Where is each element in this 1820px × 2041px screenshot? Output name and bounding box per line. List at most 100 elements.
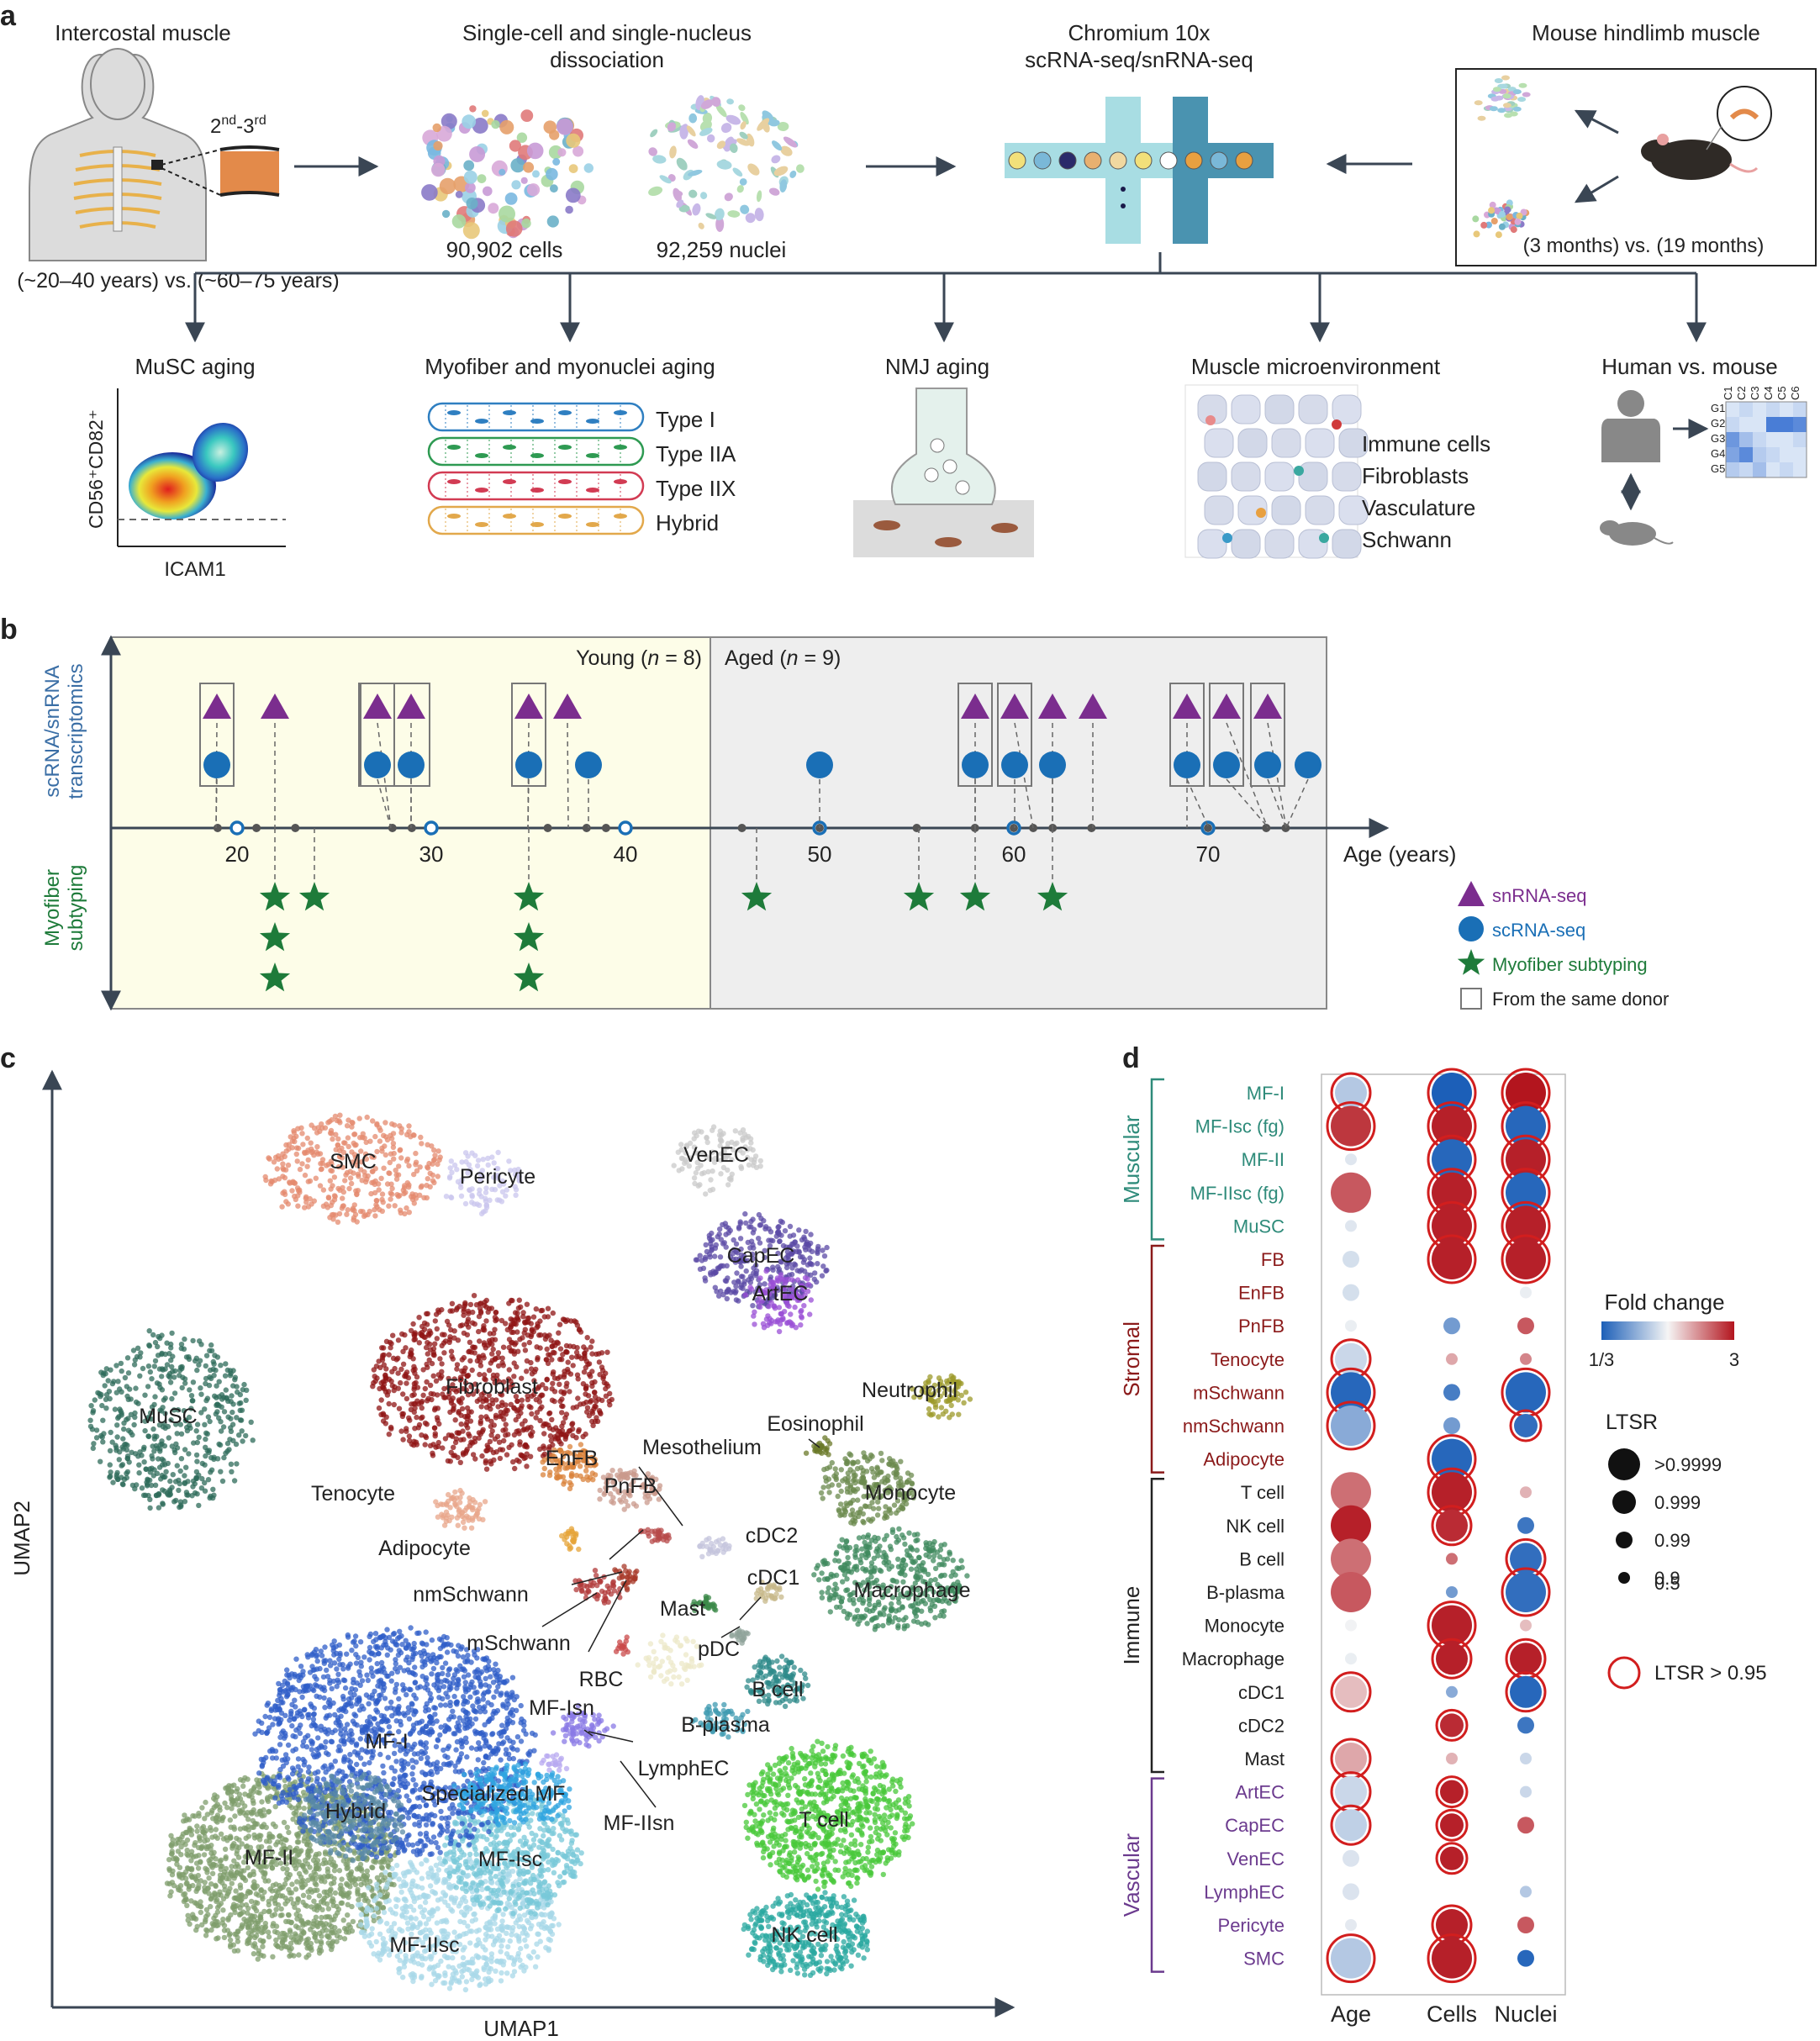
heatmap-row-label: G5 xyxy=(1711,462,1725,475)
dotplot-dot xyxy=(1331,1372,1371,1413)
umap-label: MF-II xyxy=(245,1846,293,1870)
dotplot-dot xyxy=(1432,1105,1472,1147)
aged-label: Aged (n = 9) xyxy=(725,646,841,670)
young-label: Young (n = 8) xyxy=(576,646,702,670)
dotplot-dot xyxy=(1345,1619,1357,1632)
fiber-type-4: Hybrid xyxy=(656,510,719,535)
same-donor-box xyxy=(1169,683,1205,787)
myofiber-marker xyxy=(513,962,545,992)
panel-b-ylabel-bottom-1: Myofiber xyxy=(41,869,64,947)
umap-cluster-adipocyte xyxy=(559,1526,582,1553)
panel-b-legend-label: scRNA-seq xyxy=(1492,920,1585,941)
dotplot-dot xyxy=(1335,1675,1367,1708)
ltsr-title: LTSR xyxy=(1606,1411,1658,1434)
dotplot-row-label: Pericyte xyxy=(1218,1915,1285,1936)
same-donor-box xyxy=(358,683,430,787)
heatmap-col-label: C3 xyxy=(1749,386,1761,400)
panel-c: c UMAP1 UMAP2 UMAP1 SMCPericyteVenECCapE… xyxy=(0,1042,1016,2041)
analysis-branch-connector xyxy=(185,252,1707,343)
dotplot-dot xyxy=(1520,1486,1532,1499)
myofiber-marker xyxy=(259,922,291,952)
umap-label: cDC1 xyxy=(747,1566,800,1590)
umap-cluster-cdc2 xyxy=(697,1536,732,1560)
dotplot-dot xyxy=(1510,1675,1542,1708)
dotplot-row-label: FB xyxy=(1261,1249,1285,1270)
dotplot-dot xyxy=(1331,1105,1371,1147)
dotplot-dot xyxy=(1443,1384,1460,1401)
dotplot-dot xyxy=(1506,1172,1546,1213)
snrna-marker xyxy=(1000,694,1029,719)
umap-label: NK cell xyxy=(771,1923,837,1947)
microenv-item-2: Fibroblasts xyxy=(1362,463,1469,488)
umap-label: Neutrophil xyxy=(862,1379,957,1402)
ltsr-level-label: 0.5 xyxy=(1654,1573,1680,1594)
legend-scrna-icon xyxy=(1459,916,1484,941)
cells-count: 90,902 cells xyxy=(446,237,563,262)
umap-label: mSchwann xyxy=(467,1632,571,1655)
umap-label: Hybrid xyxy=(325,1800,386,1823)
umap-cluster-cdc1 xyxy=(753,1580,784,1604)
umap-label: Mesothelium xyxy=(642,1436,762,1459)
heatmap-row-label: G3 xyxy=(1711,432,1725,445)
rib-label: 2nd-3rd xyxy=(210,113,266,138)
dotplot-significance-ring xyxy=(1326,1101,1376,1152)
scrna-marker xyxy=(398,752,425,778)
same-donor-box xyxy=(511,683,546,787)
same-donor-box xyxy=(957,683,993,787)
dotplot-row-label: cDC2 xyxy=(1238,1715,1285,1736)
umap-cluster-smc xyxy=(262,1112,443,1226)
snrna-marker xyxy=(1038,694,1067,719)
dotplot-dot xyxy=(1510,1543,1542,1575)
dotplot-row-label: Monocyte xyxy=(1205,1616,1285,1637)
dotplot-dot xyxy=(1432,1472,1472,1513)
same-donor-box xyxy=(997,683,1032,787)
umap-cluster-mf-iisc xyxy=(355,1850,562,1993)
dotplot-dot xyxy=(1514,1414,1538,1437)
dotplot-row-label: Mast xyxy=(1244,1748,1285,1769)
age-tick-label: 20 xyxy=(225,841,250,867)
panel-d-letter: d xyxy=(1122,1042,1140,1074)
umap-label: Eosinophil xyxy=(767,1412,863,1436)
dotplot-dot xyxy=(1520,1753,1532,1764)
microenv-item-4: Schwann xyxy=(1362,527,1452,552)
dotplot-dot xyxy=(1436,1643,1468,1675)
dotplot-column-label: Nuclei xyxy=(1494,2001,1557,2027)
microenv-item-3: Vasculature xyxy=(1362,495,1475,520)
dotplot-dot xyxy=(1520,1286,1532,1299)
ltsr-size-icon xyxy=(1616,1532,1633,1548)
age-tick-marker xyxy=(618,820,633,836)
ltsr-level-label: >0.9999 xyxy=(1654,1454,1722,1475)
scrna-marker xyxy=(364,752,391,778)
dissociation-title-2: dissociation xyxy=(550,47,664,72)
dotplot-dot xyxy=(1517,1917,1534,1933)
mouse-nuclei-illustration xyxy=(1474,75,1531,121)
mouse-illustration xyxy=(1641,86,1772,180)
dotplot-significance-ring xyxy=(1435,1708,1469,1742)
umap-label: ArtEC xyxy=(752,1282,809,1305)
panel-a-letter: a xyxy=(0,0,17,32)
umap-cluster-artec xyxy=(742,1268,814,1335)
donor-dot xyxy=(543,824,552,832)
umap-label: MF-IIsn xyxy=(604,1812,675,1835)
umap-label: Specialized MF xyxy=(422,1782,566,1806)
umap-label: EnFB xyxy=(546,1447,599,1470)
age-tick-marker xyxy=(229,820,245,836)
age-tick-marker xyxy=(424,820,439,836)
fold-change-title: Fold change xyxy=(1604,1289,1724,1315)
dotplot-dot xyxy=(1506,1372,1546,1413)
donor-dot xyxy=(1010,824,1018,832)
dotplot-dot xyxy=(1343,1251,1359,1268)
snrna-marker xyxy=(553,694,582,719)
dotplot-dot xyxy=(1331,1405,1371,1446)
fiber-type-2: Type IIA xyxy=(656,441,736,467)
nuclei-count: 92,259 nuclei xyxy=(657,237,787,262)
dotplot-row-label: SMC xyxy=(1243,1949,1285,1970)
dotplot-dot xyxy=(1520,1619,1532,1632)
donor-dot xyxy=(213,824,222,832)
dotplot-row-label: MF-IIsc (fg) xyxy=(1190,1183,1285,1204)
umap-cluster-enfb xyxy=(540,1442,599,1492)
dotplot-dot xyxy=(1440,1713,1464,1738)
heatmap-col-label: C4 xyxy=(1762,386,1775,400)
analysis-musc-aging: MuSC aging xyxy=(135,354,255,379)
